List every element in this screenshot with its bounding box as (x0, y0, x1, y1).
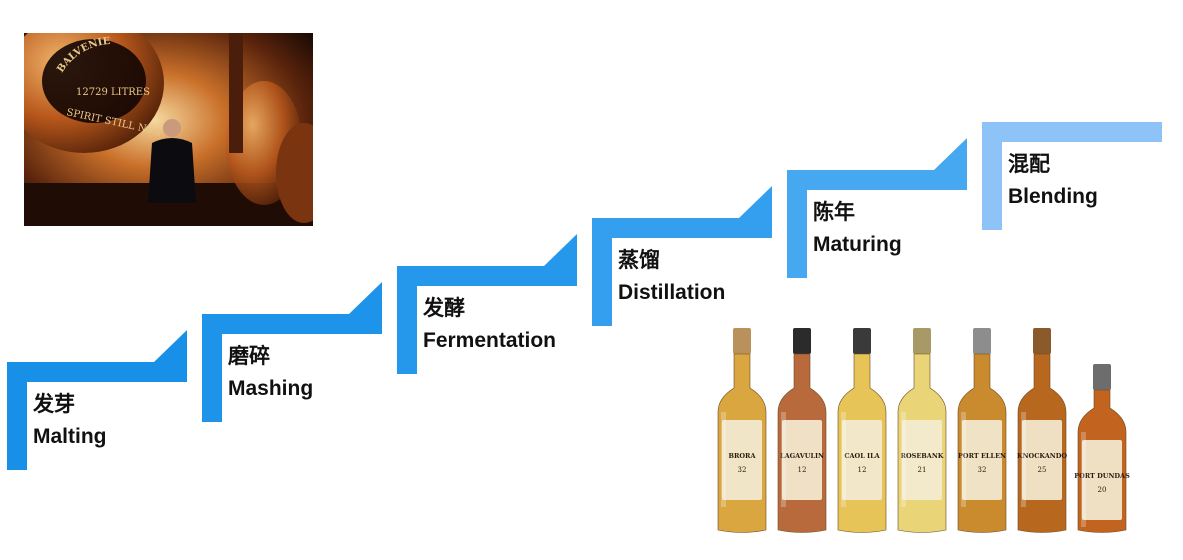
step-label-zh: 发酵 (423, 297, 465, 320)
bottle-port-ellen: PORT ELLEN 32 (957, 328, 1007, 533)
still-capacity-text: 12729 LITRES (76, 87, 150, 98)
bottle-caol-ila: CAOL ILA 12 (837, 328, 887, 533)
step-top-bar (592, 218, 772, 238)
step-side-bar (982, 122, 1002, 230)
step-label-zh: 混配 (1008, 153, 1050, 176)
bottle-label: LAGAVULIN (780, 452, 824, 460)
step-arrow-triangle (934, 138, 967, 170)
bottle-age: 25 (1038, 466, 1047, 474)
step-top-bar (7, 362, 187, 382)
step-arrow-triangle (544, 234, 577, 266)
step-top-bar (397, 266, 577, 286)
bottle-lagavulin: LAGAVULIN 12 (777, 328, 827, 533)
bottle-age: 21 (918, 466, 927, 474)
bottle-age: 20 (1098, 486, 1107, 494)
step-label-en: Maturing (813, 233, 902, 256)
step-distillation: 蒸馏 Distillation (592, 186, 805, 326)
step-label-en: Distillation (618, 281, 726, 304)
step-arrow-triangle (349, 282, 382, 314)
bottle-age: 12 (858, 466, 867, 474)
bottle-label: PORT ELLEN (958, 452, 1006, 460)
bottle-knockando: KNOCKANDO 25 (1017, 328, 1067, 533)
step-blending: 混配 Blending (982, 90, 1183, 230)
step-side-bar (7, 362, 27, 470)
distillery-photo: BALVENIE 12729 LITRES SPIRIT STILL No 2 (24, 33, 313, 226)
step-fermentation: 发酵 Fermentation (397, 234, 610, 374)
bottle-rosebank: ROSEBANK 21 (897, 328, 947, 533)
bottle-age: 12 (798, 466, 807, 474)
bottle-label: PORT DUNDAS (1074, 472, 1130, 480)
step-arrow-triangle (154, 330, 187, 362)
step-mashing: 磨碎 Mashing (202, 282, 415, 422)
step-side-bar (397, 266, 417, 374)
step-malting: 发芽 Malting (7, 330, 220, 470)
step-label-zh: 发芽 (33, 393, 75, 416)
bottle-label: CAOL ILA (844, 452, 880, 460)
step-top-bar (787, 170, 967, 190)
bottle-port-dundas: PORT DUNDAS 20 (1074, 364, 1130, 533)
step-side-bar (787, 170, 807, 278)
bottle-brora: BRORA 32 (717, 328, 767, 533)
step-label-zh: 蒸馏 (618, 249, 660, 272)
step-top-bar (202, 314, 382, 334)
step-top-bar (982, 122, 1162, 142)
bottle-label: KNOCKANDO (1017, 452, 1067, 460)
step-arrow-triangle (739, 186, 772, 218)
step-label-en: Blending (1008, 185, 1098, 208)
bottle-age: 32 (978, 466, 987, 474)
step-label-en: Malting (33, 425, 107, 448)
step-side-bar (202, 314, 222, 422)
step-label-zh: 磨碎 (228, 345, 270, 368)
step-maturing: 陈年 Maturing (787, 138, 1000, 278)
step-label-zh: 陈年 (813, 201, 855, 224)
step-label-en: Fermentation (423, 329, 557, 352)
bottle-label: BRORA (728, 452, 756, 460)
step-side-bar (592, 218, 612, 326)
bottle-age: 32 (738, 466, 747, 474)
step-label-en: Mashing (228, 377, 314, 400)
bottle-label: ROSEBANK (901, 452, 944, 460)
